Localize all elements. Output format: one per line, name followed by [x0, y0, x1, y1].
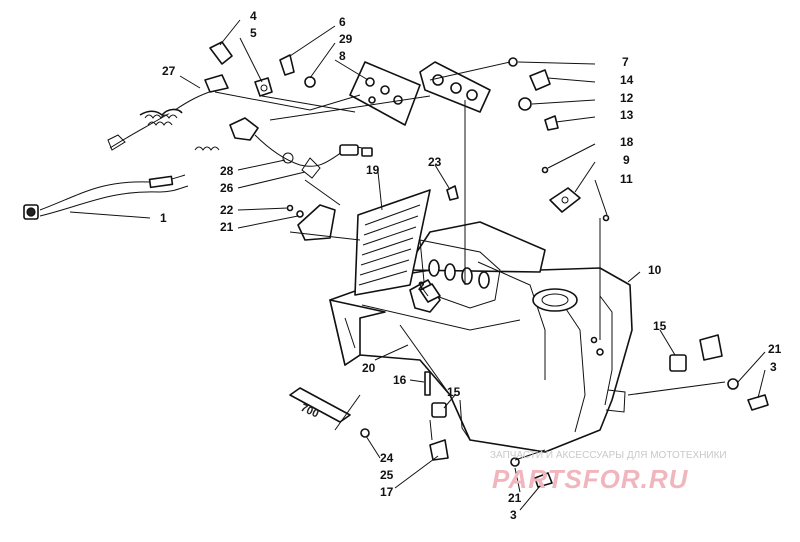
callout-15-center: 15: [447, 385, 461, 399]
callout-24: 24: [380, 451, 394, 465]
callout-6: 6: [339, 15, 346, 29]
callout-20: 20: [362, 361, 376, 375]
callout-26: 26: [220, 181, 234, 195]
callout-21-left: 21: [220, 220, 234, 234]
watermark-logo: PARTSFOR.RU: [492, 464, 689, 494]
callout-27: 27: [162, 64, 176, 78]
callout-3-bottom: 3: [510, 508, 517, 522]
console-body: [297, 189, 633, 453]
callout-17: 17: [380, 485, 394, 499]
callout-15-right: 15: [653, 319, 667, 333]
callout-4: 4: [250, 9, 257, 23]
callout-29: 29: [339, 32, 353, 46]
wiring-harness: [23, 74, 373, 220]
callout-21-bottom: 21: [508, 491, 522, 505]
callout-1: 1: [160, 211, 167, 225]
callout-18: 18: [620, 135, 634, 149]
watermark-tagline: ЗАПЧАСТИ И АКСЕССУАРЫ ДЛЯ МОТОТЕХНИКИ: [490, 450, 727, 461]
callout-14: 14: [620, 73, 634, 87]
callout-28: 28: [220, 164, 234, 178]
callout-22: 22: [220, 203, 234, 217]
callout-19: 19: [366, 163, 380, 177]
callout-25: 25: [380, 468, 394, 482]
callout-5: 5: [250, 26, 257, 40]
callout-labels: 4 5 6 29 8 27 7 14 12 13 18 9 11 1 28 26…: [160, 9, 782, 522]
callout-7: 7: [622, 55, 629, 69]
callout-16: 16: [393, 373, 407, 387]
callout-2: 2: [418, 279, 425, 293]
callout-21-right: 21: [768, 342, 782, 356]
callout-13: 13: [620, 108, 634, 122]
callout-9: 9: [623, 153, 630, 167]
callout-12: 12: [620, 91, 634, 105]
callout-10: 10: [648, 263, 662, 277]
callout-23: 23: [428, 155, 442, 169]
callout-8: 8: [339, 49, 346, 63]
watermark: ЗАПЧАСТИ И АКСЕССУАРЫ ДЛЯ МОТОТЕХНИКИ PA…: [490, 450, 727, 494]
mounting-plate: [349, 61, 491, 126]
callout-11: 11: [620, 172, 633, 186]
leader-lines: [69, 19, 766, 511]
hardware: 700: [209, 41, 769, 488]
callout-3-right: 3: [770, 360, 777, 374]
